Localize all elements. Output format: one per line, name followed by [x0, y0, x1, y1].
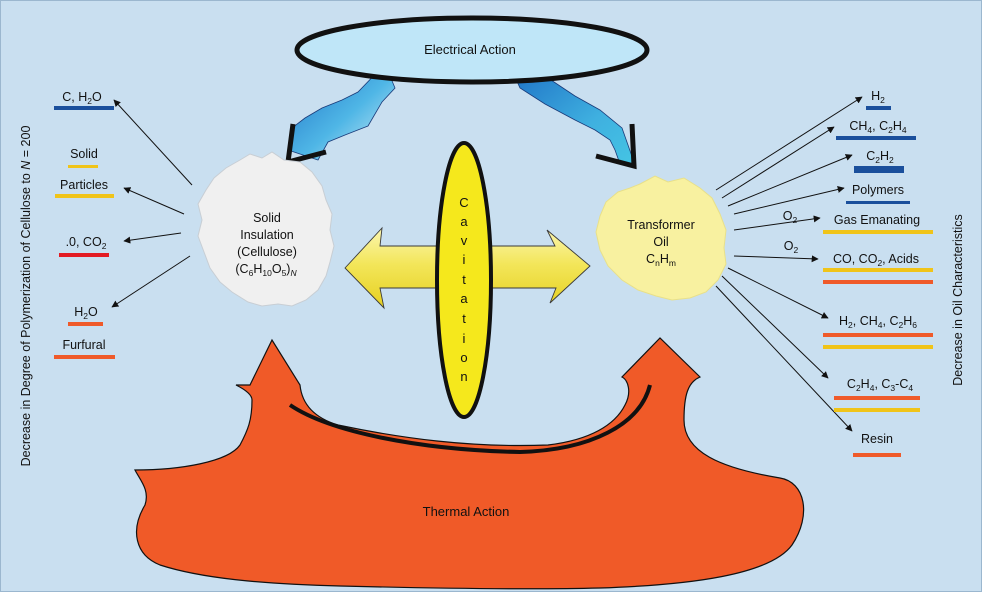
c-h2o-label: C, H2O: [62, 90, 102, 106]
cavitation-letter: i: [463, 331, 466, 346]
thermal-inner-arc: [288, 384, 652, 455]
left-arrows: [111, 99, 193, 308]
arrow-to-c-h2o: [113, 99, 193, 186]
right-axis-label: Decrease in Oil Characteristics: [951, 214, 965, 386]
cellulose-blob: [197, 151, 335, 307]
h2-label: H2: [871, 89, 885, 105]
cellulose-formula: (C6H10O5)N: [235, 262, 297, 278]
cavitation-letter: a: [460, 291, 468, 306]
arrow-to-c2h2: [727, 154, 853, 207]
cavitation-letter: C: [459, 195, 468, 210]
right-arrows: [715, 96, 863, 432]
oil-blob: [595, 175, 727, 301]
oil-formula: CnHm: [646, 252, 676, 268]
co-acids-bar-2: [823, 280, 933, 284]
arrow-to-h2-ch4-c2h6: [727, 267, 829, 319]
arrow-to-gas-emanating: [733, 215, 821, 231]
left-lightning-bolt: [287, 63, 396, 161]
h2-bar: [866, 106, 891, 110]
gas-emanating-label: Gas Emanating: [834, 213, 920, 227]
h2-ch4-c2h6-label: H2, CH4, C2H6: [839, 314, 917, 330]
c-h2o-bar: [54, 106, 114, 110]
c2h2-bar: [854, 166, 904, 173]
oil-line2: Oil: [653, 235, 668, 249]
cellulose-line1: Solid: [253, 211, 281, 225]
electrical-action-label: Electrical Action: [424, 42, 516, 57]
particles-bar: [55, 194, 114, 198]
left-axis-label: Decrease in Degree of Polymerization of …: [19, 126, 33, 467]
o2-second-label: O2: [784, 239, 799, 255]
co-acids-label: CO, CO2, Acids: [833, 252, 919, 268]
c2h4-c3c4-bar-1: [834, 396, 920, 400]
arrow-to-particles: [123, 187, 185, 215]
arrow-to-c2h4-c3c4: [721, 275, 829, 379]
polymers-label: Polymers: [852, 183, 904, 197]
cellulose-line2: Insulation: [240, 228, 294, 242]
c2h4-c3c4-bar-2: [834, 408, 920, 412]
electrical-action-ellipse: [294, 15, 650, 85]
o2-first-label: O2: [783, 209, 798, 225]
co2-bar: [59, 253, 109, 257]
resin-bar: [853, 453, 901, 457]
cavitation-letter: t: [462, 272, 466, 287]
furfural-bar: [54, 355, 115, 359]
h2-ch4-c2h6-bar-2: [823, 345, 933, 349]
furfural-label: Furfural: [62, 338, 105, 352]
solid-bar: [68, 165, 98, 168]
polymers-bar: [846, 201, 910, 204]
cellulose-line3: (Cellulose): [237, 245, 297, 259]
arrow-to-ch4-c2h4: [721, 126, 835, 199]
ch4-c2h4-label: CH4, C2H4: [849, 119, 907, 135]
arrow-to-polymers: [733, 186, 845, 215]
arrow-to-h2: [715, 96, 863, 191]
ch4-c2h4-bar: [836, 136, 916, 140]
thermal-action-label: Thermal Action: [423, 504, 510, 519]
arrow-to-co2: [123, 232, 182, 244]
particles-label: Particles: [60, 178, 108, 192]
resin-label: Resin: [861, 432, 893, 446]
thermal-action-shape: [134, 337, 805, 590]
cavitation-letter: v: [461, 233, 468, 248]
h2o-bar: [68, 322, 103, 326]
c2h4-c3c4-label: C2H4, C3-C4: [847, 377, 913, 393]
cavitation-letter: t: [462, 311, 466, 326]
co2-label: .0, CO2: [66, 235, 107, 251]
cavitation-letters: C a v i t a t i o n: [459, 195, 468, 384]
arrow-to-h2o: [111, 255, 191, 308]
cavitation-letter: n: [460, 369, 467, 384]
oil-line1: Transformer: [627, 218, 695, 232]
cavitation-letter: i: [463, 252, 466, 267]
cavitation-letter: o: [460, 350, 467, 365]
c2h2-label: C2H2: [866, 149, 894, 165]
arrow-to-resin: [715, 285, 853, 432]
gas-emanating-bar: [823, 230, 933, 234]
h2o-label: H2O: [74, 305, 98, 321]
solid-label: Solid: [70, 147, 98, 161]
co-acids-bar-1: [823, 268, 933, 272]
h2-ch4-c2h6-bar-1: [823, 333, 933, 337]
arrow-to-co-acids: [733, 255, 819, 263]
cavitation-letter: a: [460, 214, 468, 229]
right-bolt-black-arrow: [595, 123, 637, 170]
cavitation-ellipse: [435, 141, 493, 419]
